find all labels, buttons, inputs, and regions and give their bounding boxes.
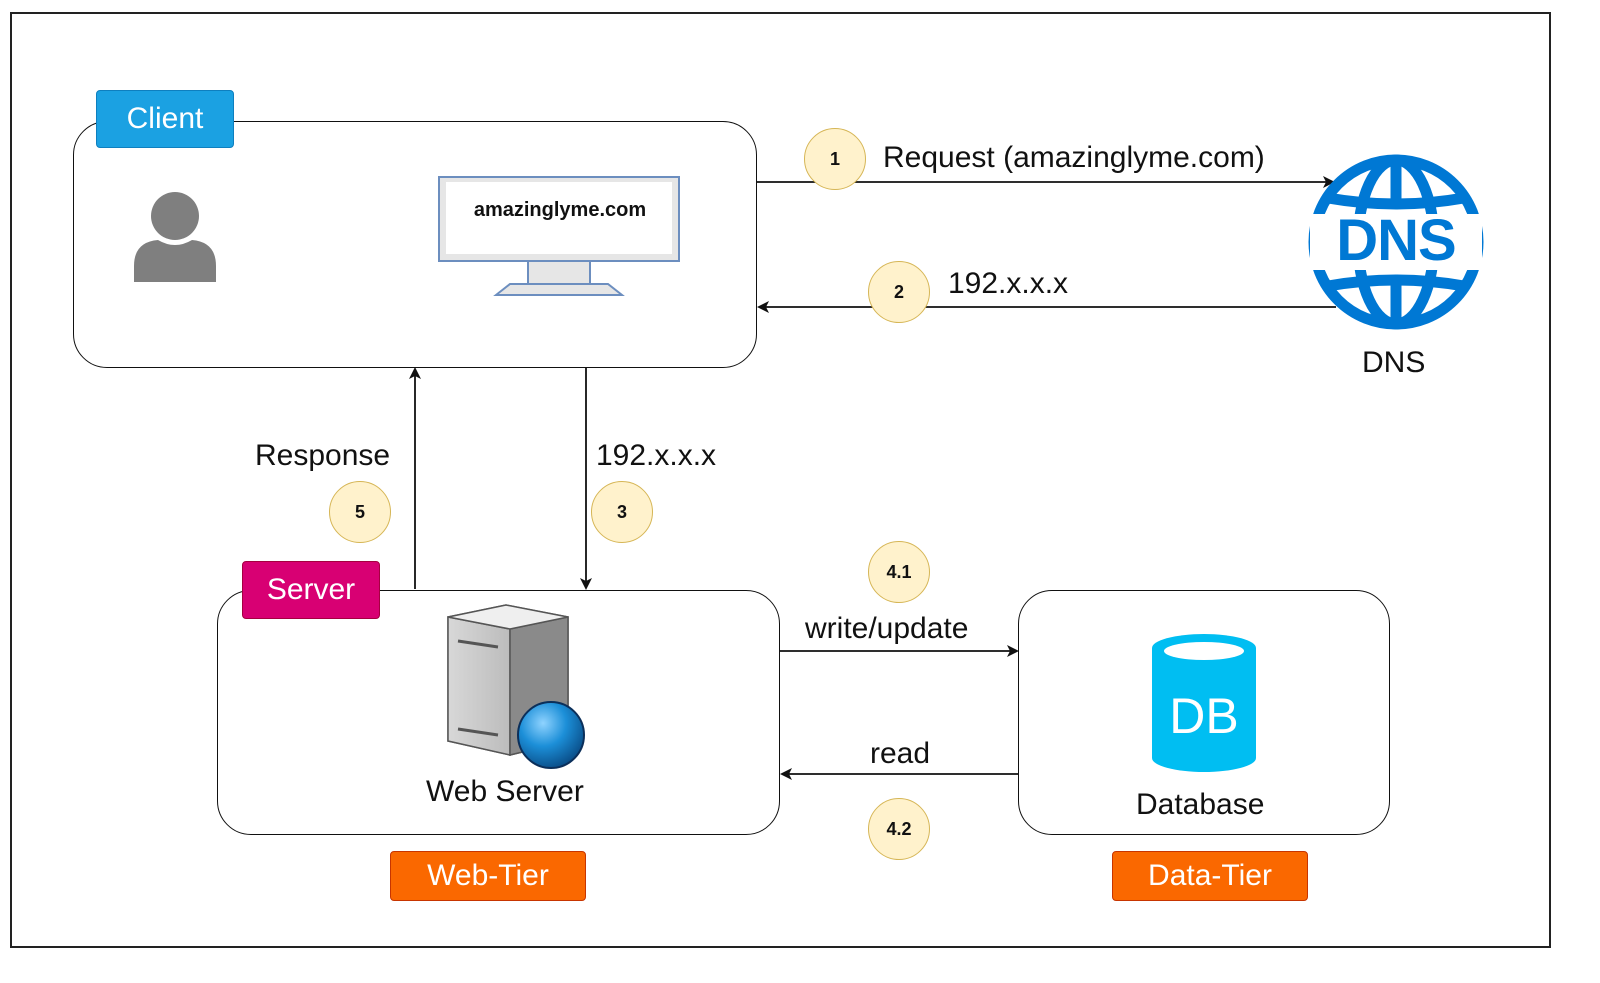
response-label: Response <box>255 439 391 472</box>
diagram-frame <box>10 12 1551 948</box>
web-tier-tag: Web-Tier <box>390 851 586 901</box>
step-badge-4-2: 4.2 <box>868 798 930 860</box>
request-label: Request (amazinglyme.com) <box>883 141 1265 174</box>
write-label: write/update <box>805 612 969 645</box>
database-label: Database <box>1136 788 1265 821</box>
database-icon <box>1152 634 1256 772</box>
server-tag: Server <box>242 561 380 619</box>
client-tag: Client <box>96 90 234 148</box>
db-badge: DB <box>1169 688 1239 744</box>
step-badge-1: 1 <box>804 128 866 190</box>
read-label: read <box>870 737 931 770</box>
dns-label: DNS <box>1362 346 1426 379</box>
dns-badge: DNS <box>1336 208 1456 273</box>
to-server-label: 192.x.x.x <box>596 439 717 472</box>
step-badge-2: 2 <box>868 261 930 323</box>
web-server-icon <box>447 604 585 769</box>
monitor-icon <box>438 176 680 296</box>
step-badge-5: 5 <box>329 481 391 543</box>
step-badge-3: 3 <box>591 481 653 543</box>
dns-globe-icon <box>1308 154 1484 330</box>
monitor-url: amazinglyme.com <box>473 199 647 221</box>
data-tier-tag: Data-Tier <box>1112 851 1308 901</box>
web-server-label: Web Server <box>426 775 584 808</box>
step-badge-4-1: 4.1 <box>868 541 930 603</box>
user-icon <box>134 192 216 282</box>
dns-reply-label: 192.x.x.x <box>948 267 1069 300</box>
